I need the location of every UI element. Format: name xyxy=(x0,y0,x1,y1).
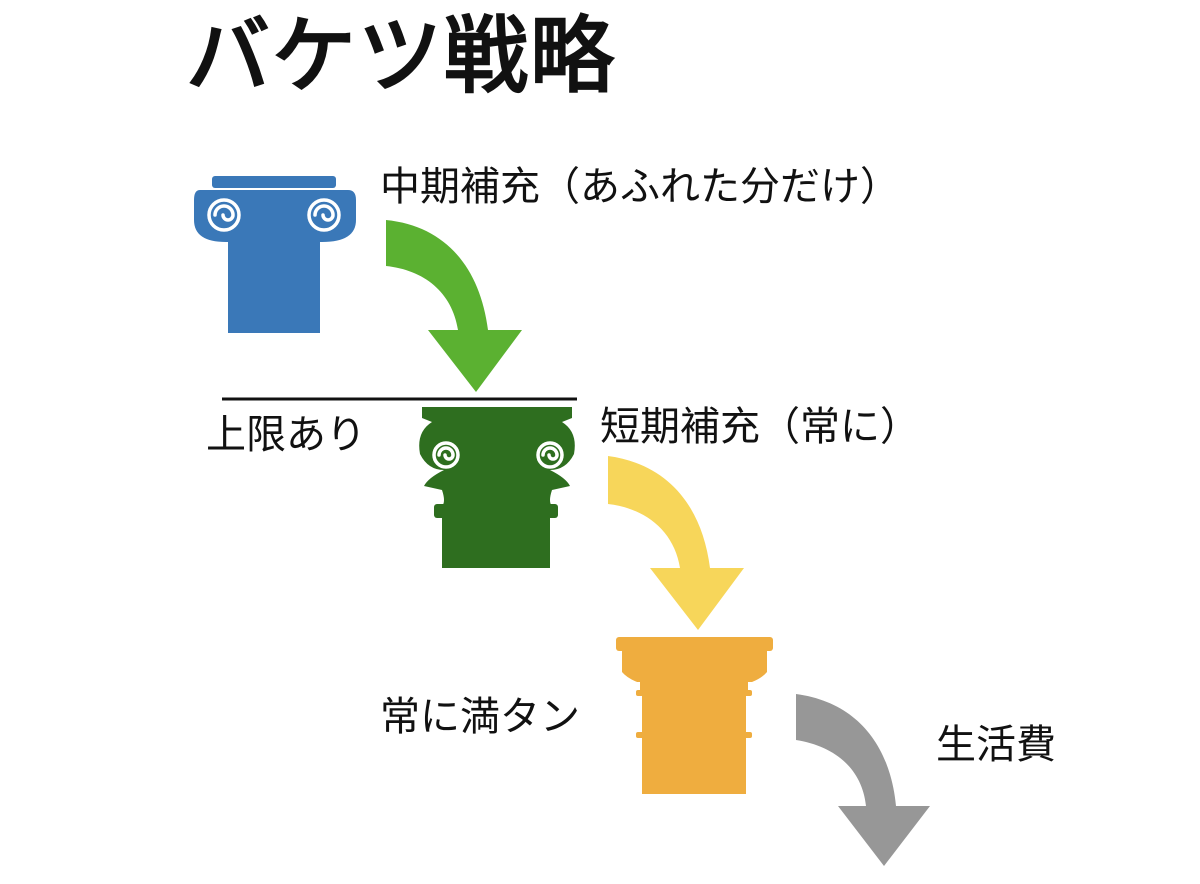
mid-term-bucket-icon xyxy=(194,176,356,333)
always-full-bucket-icon xyxy=(616,637,773,794)
always-full-label: 常に満タン xyxy=(380,694,580,740)
short-term-bucket-icon xyxy=(419,407,575,568)
green-flow-arrow-icon xyxy=(386,220,522,392)
mid-term-refill-label: 中期補充（あふれた分だけ） xyxy=(380,164,900,210)
living-expenses-label: 生活費 xyxy=(936,722,1056,768)
yellow-flow-arrow-icon xyxy=(608,456,744,630)
page-title: バケツ戦略 xyxy=(186,7,617,105)
gray-flow-arrow-icon xyxy=(796,694,930,866)
upper-limit-label: 上限あり xyxy=(206,412,366,458)
short-term-refill-label: 短期補充（常に） xyxy=(600,404,920,450)
